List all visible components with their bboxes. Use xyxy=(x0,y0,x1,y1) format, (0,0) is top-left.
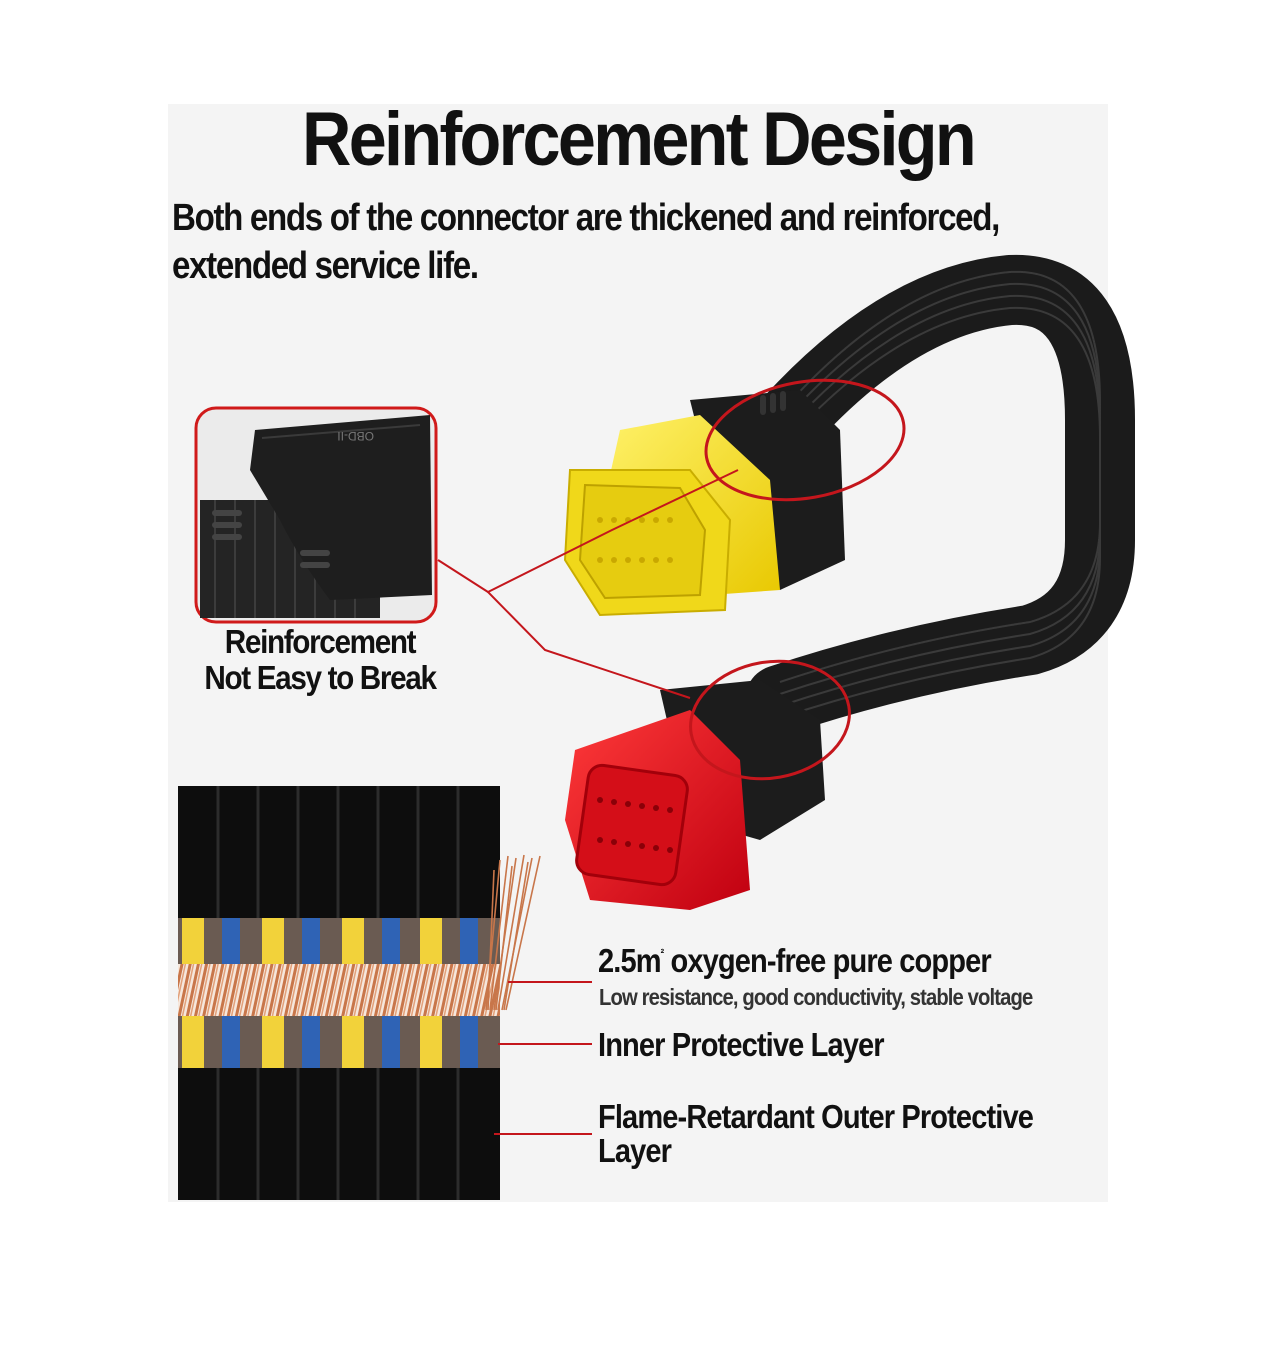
page-title: Reinforcement Design xyxy=(302,97,977,182)
page-subtitle: Both ends of the connector are thickened… xyxy=(172,197,1000,287)
copper-size: 2.5m xyxy=(598,942,662,979)
reinforcement-inset: OBD-II xyxy=(194,406,438,624)
copper-unit-superscript: ² xyxy=(660,946,665,960)
inner-layer-label: Inner Protective Layer xyxy=(598,1026,885,1063)
inset-caption-line2: Not Easy to Break xyxy=(204,659,437,696)
cable-cross-section xyxy=(178,786,541,1200)
female-obd-connector xyxy=(565,680,825,910)
obd-mark: OBD-II xyxy=(337,429,374,443)
inset-caption: Reinforcement Not Easy to Break xyxy=(176,624,464,696)
copper-layer-description: Low resistance, good conductivity, stabl… xyxy=(599,984,1033,1010)
flat-cable xyxy=(745,254,1135,735)
highlight-markers xyxy=(437,378,906,781)
male-obd-connector xyxy=(563,390,845,617)
copper-label: oxygen-free pure copper xyxy=(670,942,992,979)
layer-pointers xyxy=(494,981,592,1135)
inset-caption-line1: Reinforcement xyxy=(224,623,417,660)
copper-layer-title: 2.5m² oxygen-free pure copper xyxy=(598,942,992,980)
outer-layer-label: Flame-Retardant Outer Protective Layer xyxy=(598,1098,1034,1169)
